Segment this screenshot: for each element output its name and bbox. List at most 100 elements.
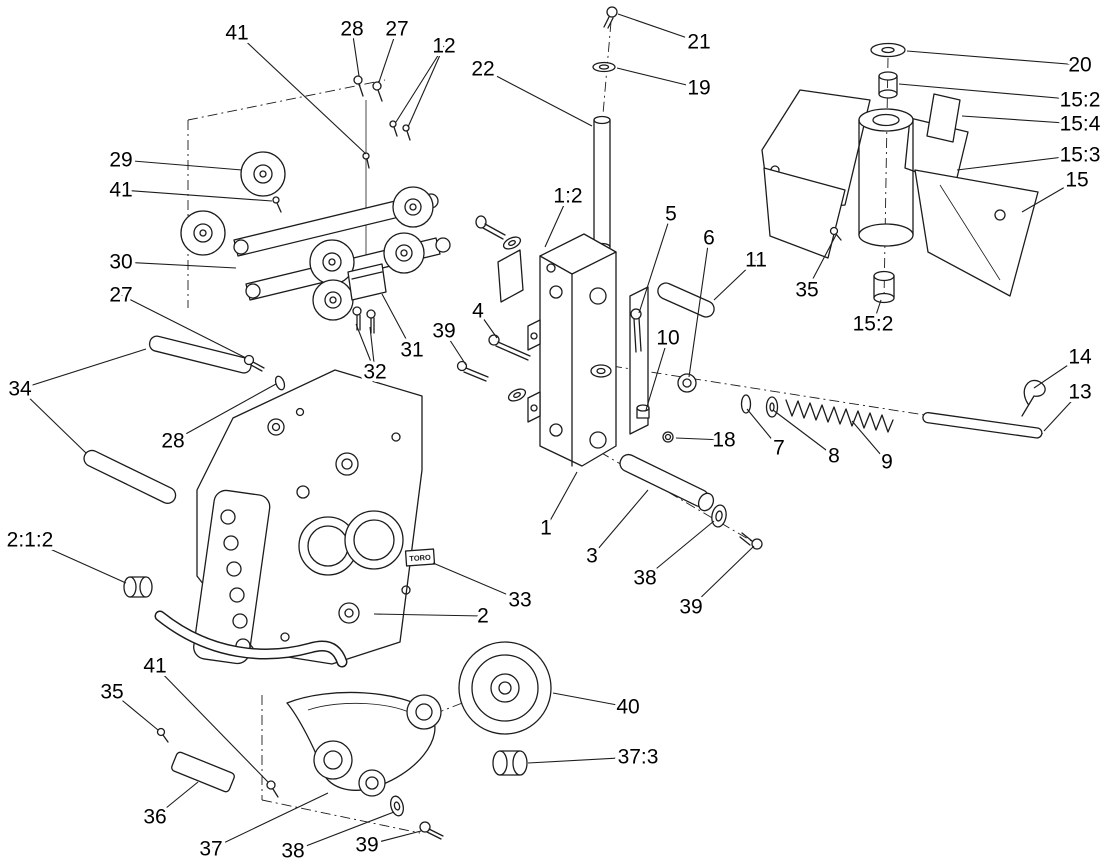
callout-leader-line	[482, 68, 593, 127]
callout-label-21: 21	[687, 31, 710, 54]
callout-label-9: 9	[881, 451, 893, 474]
callout-label-10: 10	[656, 327, 679, 350]
callout-leader-line	[591, 489, 649, 557]
callout-label-40: 40	[616, 696, 639, 719]
part-roller-carrier-assembly	[180, 75, 451, 334]
callout-label-32: 32	[363, 361, 386, 384]
callout-label-7: 7	[773, 437, 785, 460]
callout-label-41: 41	[225, 22, 248, 45]
callout-label-41: 41	[143, 655, 166, 678]
callout-leader-line	[366, 830, 422, 846]
callout-leader-line	[236, 32, 367, 155]
callout-leader-line	[19, 388, 87, 454]
callout-leader-line	[1043, 391, 1081, 432]
callout-label-29: 29	[109, 149, 132, 172]
callout-leader-line	[1021, 179, 1078, 213]
callout-label-15:4: 15:4	[1060, 113, 1101, 136]
callout-label-34: 34	[8, 378, 32, 401]
callout-leader-line	[120, 261, 237, 269]
callout-label-37: 37	[199, 838, 222, 861]
callout-leader-line	[351, 28, 360, 77]
callout-leader-line	[527, 756, 639, 764]
callout-leader-line	[292, 811, 395, 852]
callout-label-22: 22	[471, 58, 494, 81]
callout-leader-line	[690, 545, 755, 608]
callout-leader-line	[378, 28, 398, 83]
callout-label-1: 1	[540, 517, 552, 540]
callout-label-20: 20	[1068, 54, 1091, 77]
callout-label-15:2: 15:2	[853, 313, 894, 336]
callout-label-38: 38	[281, 840, 304, 863]
callout-label-28: 28	[161, 430, 184, 453]
part-hitch-weldment	[761, 42, 1039, 304]
callout-leader-line	[120, 294, 247, 359]
callout-leader-line	[210, 792, 329, 850]
callout-label-28: 28	[340, 18, 363, 41]
part-tension-linkage	[629, 282, 1046, 443]
callout-leader-line	[898, 83, 1081, 101]
callout-label-2:1:2: 2:1:2	[7, 529, 54, 552]
callout-leader-line	[29, 539, 127, 584]
part-channel-bracket	[456, 215, 617, 467]
callout-leader-line	[746, 408, 780, 449]
callout-label-39: 39	[432, 320, 455, 343]
callout-leader-line	[544, 195, 569, 248]
callout-leader-line	[644, 520, 715, 579]
callout-label-36: 36	[143, 806, 166, 829]
callout-leader-line	[120, 189, 273, 202]
callout-label-33: 33	[508, 589, 531, 612]
callout-label-30: 30	[109, 251, 132, 274]
callout-label-6: 6	[703, 227, 715, 250]
callout-leader-line	[688, 237, 710, 378]
callout-label-27: 27	[385, 18, 408, 41]
callout-leader-line	[395, 45, 445, 123]
callout-leader-line	[906, 50, 1081, 66]
callout-label-4: 4	[472, 300, 484, 323]
callout-label-2: 2	[477, 605, 489, 628]
callout-label-15: 15	[1065, 169, 1088, 192]
part-main-plate-assembly: TORO	[83, 335, 436, 668]
callout-leader-line	[477, 310, 498, 339]
callout-label-37:3: 37:3	[618, 746, 659, 769]
brand-decal: TORO	[404, 548, 436, 567]
callout-label-39: 39	[679, 596, 702, 619]
callout-leader-line	[772, 409, 835, 457]
callout-label-8: 8	[828, 445, 840, 468]
callout-label-35: 35	[795, 279, 818, 302]
callout-label-1:2: 1:2	[553, 185, 582, 208]
part-roller	[180, 151, 434, 321]
callout-leader-line	[617, 13, 700, 43]
callout-leader-line	[1033, 356, 1081, 389]
callout-leader-line	[120, 159, 243, 171]
part-pivot-shaft	[619, 453, 763, 550]
callout-leader-line	[381, 293, 413, 351]
callout-leader-line	[369, 326, 376, 373]
callout-leader-line	[675, 437, 725, 441]
callout-leader-line	[172, 383, 277, 442]
callout-label-38: 38	[633, 567, 656, 590]
callout-label-3: 3	[586, 545, 598, 568]
callout-label-12: 12	[432, 35, 455, 58]
callout-leader-line	[355, 323, 376, 373]
callout-label-5: 5	[665, 203, 677, 226]
callout-label-11: 11	[745, 249, 767, 272]
callout-label-31: 31	[400, 339, 423, 362]
callout-label-41: 41	[109, 179, 132, 202]
part-height-tube-assembly	[592, 6, 618, 252]
callout-label-14: 14	[1068, 346, 1092, 369]
part-lower-arm-assembly	[156, 641, 552, 840]
callout-label-15:2: 15:2	[1060, 89, 1101, 112]
callout-leader-line	[616, 67, 700, 89]
callout-leader-line	[638, 213, 672, 314]
callout-label-13: 13	[1068, 381, 1091, 404]
callout-leader-line	[373, 613, 484, 617]
callout-leader-line	[545, 471, 578, 529]
callout-leader-line	[154, 781, 199, 818]
callout-label-19: 19	[687, 77, 710, 100]
callout-leader-line	[806, 234, 837, 291]
callout-label-35: 35	[100, 681, 123, 704]
callout-leader-line	[19, 348, 147, 390]
